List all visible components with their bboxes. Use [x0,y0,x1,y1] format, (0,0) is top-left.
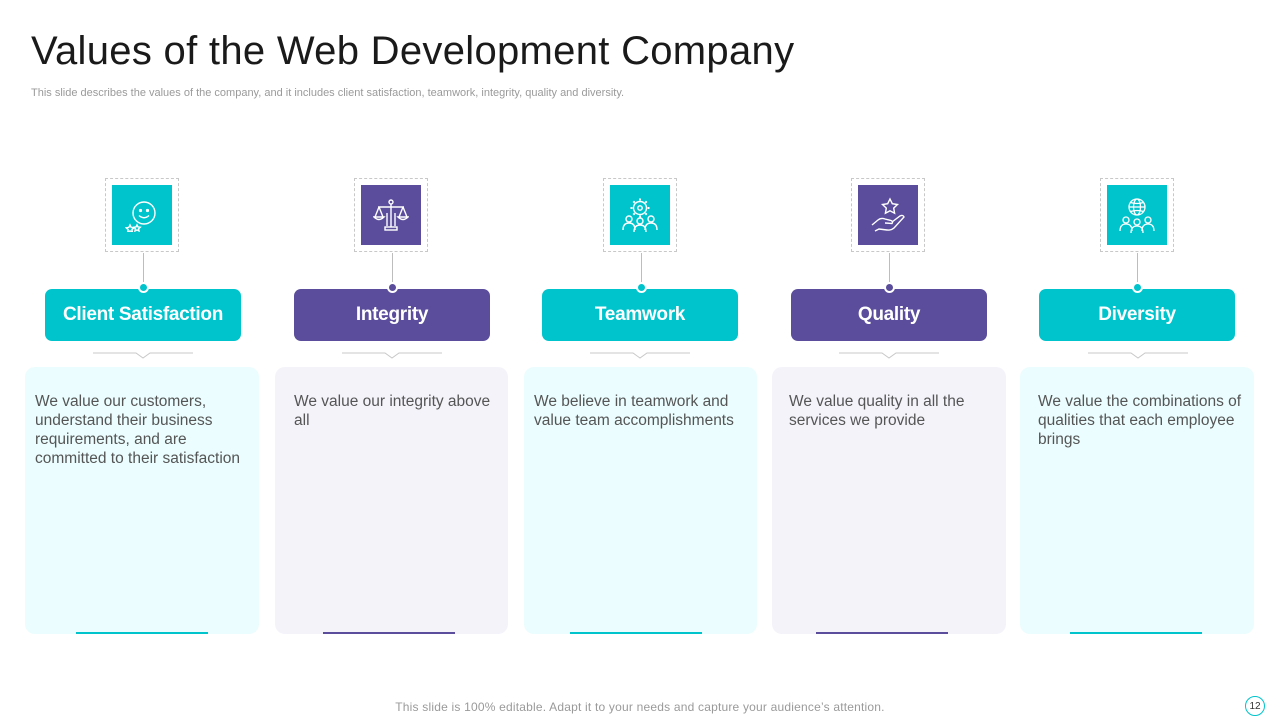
icon-frame [105,178,179,252]
connector-dot [1132,282,1143,293]
value-description-card: We value our customers, understand their… [25,367,259,634]
value-description-card: We value the combinations of qualities t… [1020,367,1254,634]
icon-tile [1107,185,1167,245]
footer-note: This slide is 100% editable. Adapt it to… [395,700,885,714]
card-underline [1070,632,1202,634]
icon-frame [603,178,677,252]
connector-line [1137,253,1138,283]
value-column-diversity: Diversity We value the combinations of q… [1019,0,1255,720]
card-underline [76,632,208,634]
value-label-client-satisfaction: Client Satisfaction [45,289,241,341]
icon-frame [1100,178,1174,252]
connector-line [143,253,144,283]
slide-subtitle: This slide describes the values of the c… [31,87,625,99]
icon-tile [112,185,172,245]
connector-dot [138,282,149,293]
value-label-quality: Quality [791,289,987,341]
value-label-diversity: Diversity [1039,289,1235,341]
icon-frame [354,178,428,252]
value-description-card: We believe in teamwork and value team ac… [524,367,757,634]
value-description: We value quality in all the services we … [789,393,965,429]
bracket-divider [839,352,939,359]
value-column-quality: Quality We value quality in all the serv… [771,0,1007,720]
hand-star-icon [871,197,905,232]
value-label-teamwork: Teamwork [542,289,738,341]
card-underline [570,632,702,634]
bracket-divider [590,352,690,359]
card-underline [323,632,455,634]
card-underline [816,632,948,634]
icon-tile [610,185,670,245]
value-label-integrity: Integrity [294,289,490,341]
icon-tile [361,185,421,245]
value-description: We value our customers, understand their… [35,393,241,467]
team-gear-icon [622,198,658,233]
bracket-divider [342,352,442,359]
connector-dot [387,282,398,293]
globe-people-icon [1119,198,1155,234]
smiley-face-icon [125,201,156,232]
value-description-card: We value our integrity above all [275,367,508,634]
connector-dot [636,282,647,293]
connector-dot [884,282,895,293]
connector-line [641,253,642,283]
connector-line [889,253,890,283]
icon-tile [858,185,918,245]
value-description-card: We value quality in all the services we … [772,367,1006,634]
value-column-integrity: Integrity We value our integrity above a… [274,0,510,720]
slide-title: Values of the Web Development Company [31,29,795,73]
icon-frame [851,178,925,252]
value-description: We value our integrity above all [294,393,491,429]
page-number-badge: 12 [1245,696,1265,716]
bracket-divider [1088,352,1188,359]
value-column-client-satisfaction: Client Satisfaction We value our custome… [25,0,261,720]
value-description: We believe in teamwork and value team ac… [534,393,734,429]
balance-scale-icon [373,199,409,231]
value-column-teamwork: Teamwork We believe in teamwork and valu… [523,0,759,720]
bracket-divider [93,352,193,359]
connector-line [392,253,393,283]
value-description: We value the combinations of qualities t… [1038,393,1242,448]
